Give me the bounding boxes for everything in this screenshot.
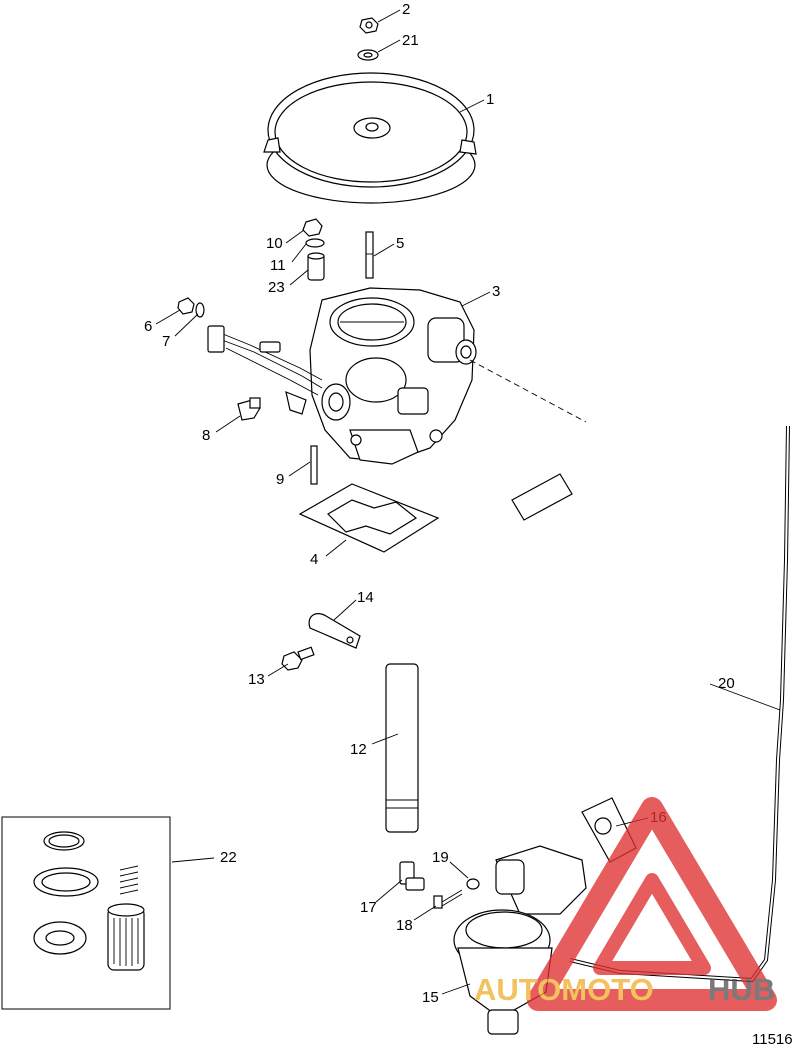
callout-10: 10 [266,235,283,252]
part-nut-10 [302,218,323,237]
callout-4: 4 [310,551,318,568]
callout-15: 15 [422,989,439,1006]
part-washer-11 [305,238,325,248]
callout-6: 6 [144,318,152,335]
callout-3: 3 [492,283,500,300]
callout-22: 22 [220,849,237,866]
part-air-cleaner-1 [263,72,477,204]
part-clamp-14 [308,613,361,649]
callout-17: 17 [360,899,377,916]
part-gasket-4 [298,483,440,553]
callout-2: 2 [402,1,410,18]
part-bolt-13 [281,646,315,671]
callout-20: 20 [718,675,735,692]
figure-id: 11516 [752,1031,793,1048]
callout-19: 19 [432,849,449,866]
part-bolt-18 [433,889,463,909]
part-fitting-17 [399,861,425,891]
part-stud-5 [365,231,374,279]
callout-23: 23 [268,279,285,296]
part-washer-7 [195,302,205,318]
part-spacer-23 [307,252,325,281]
part-nut-2 [359,17,379,34]
callout-7: 7 [162,333,170,350]
callout-12: 12 [350,741,367,758]
callout-13: 13 [248,671,265,688]
part-carburetor-3 [207,287,477,465]
callout-21: 21 [402,32,419,49]
part-nut-6 [177,297,195,315]
watermark-logo: AUTOMOTO HUB [474,797,777,1011]
part-fitting-8 [237,397,261,421]
connection-dashed-line [469,359,587,423]
watermark-text-part1: AUTOMOTO [474,972,654,1007]
watermark-triangle-icon [527,797,777,1011]
part-stud-9 [310,445,318,485]
callout-14: 14 [357,589,374,606]
leader-lines [155,9,781,995]
callout-11: 11 [270,257,286,274]
callout-1: 1 [486,91,494,108]
part-washer-19 [466,878,480,890]
part-filter-kit-22 [1,816,171,1010]
callout-9: 9 [276,471,284,488]
part-washer-21 [357,49,379,61]
callout-8: 8 [202,427,210,444]
watermark-text-part2: HUB [708,972,775,1007]
callout-5: 5 [396,235,404,252]
part-fuel-line-12 [385,420,625,833]
callout-18: 18 [396,917,413,934]
